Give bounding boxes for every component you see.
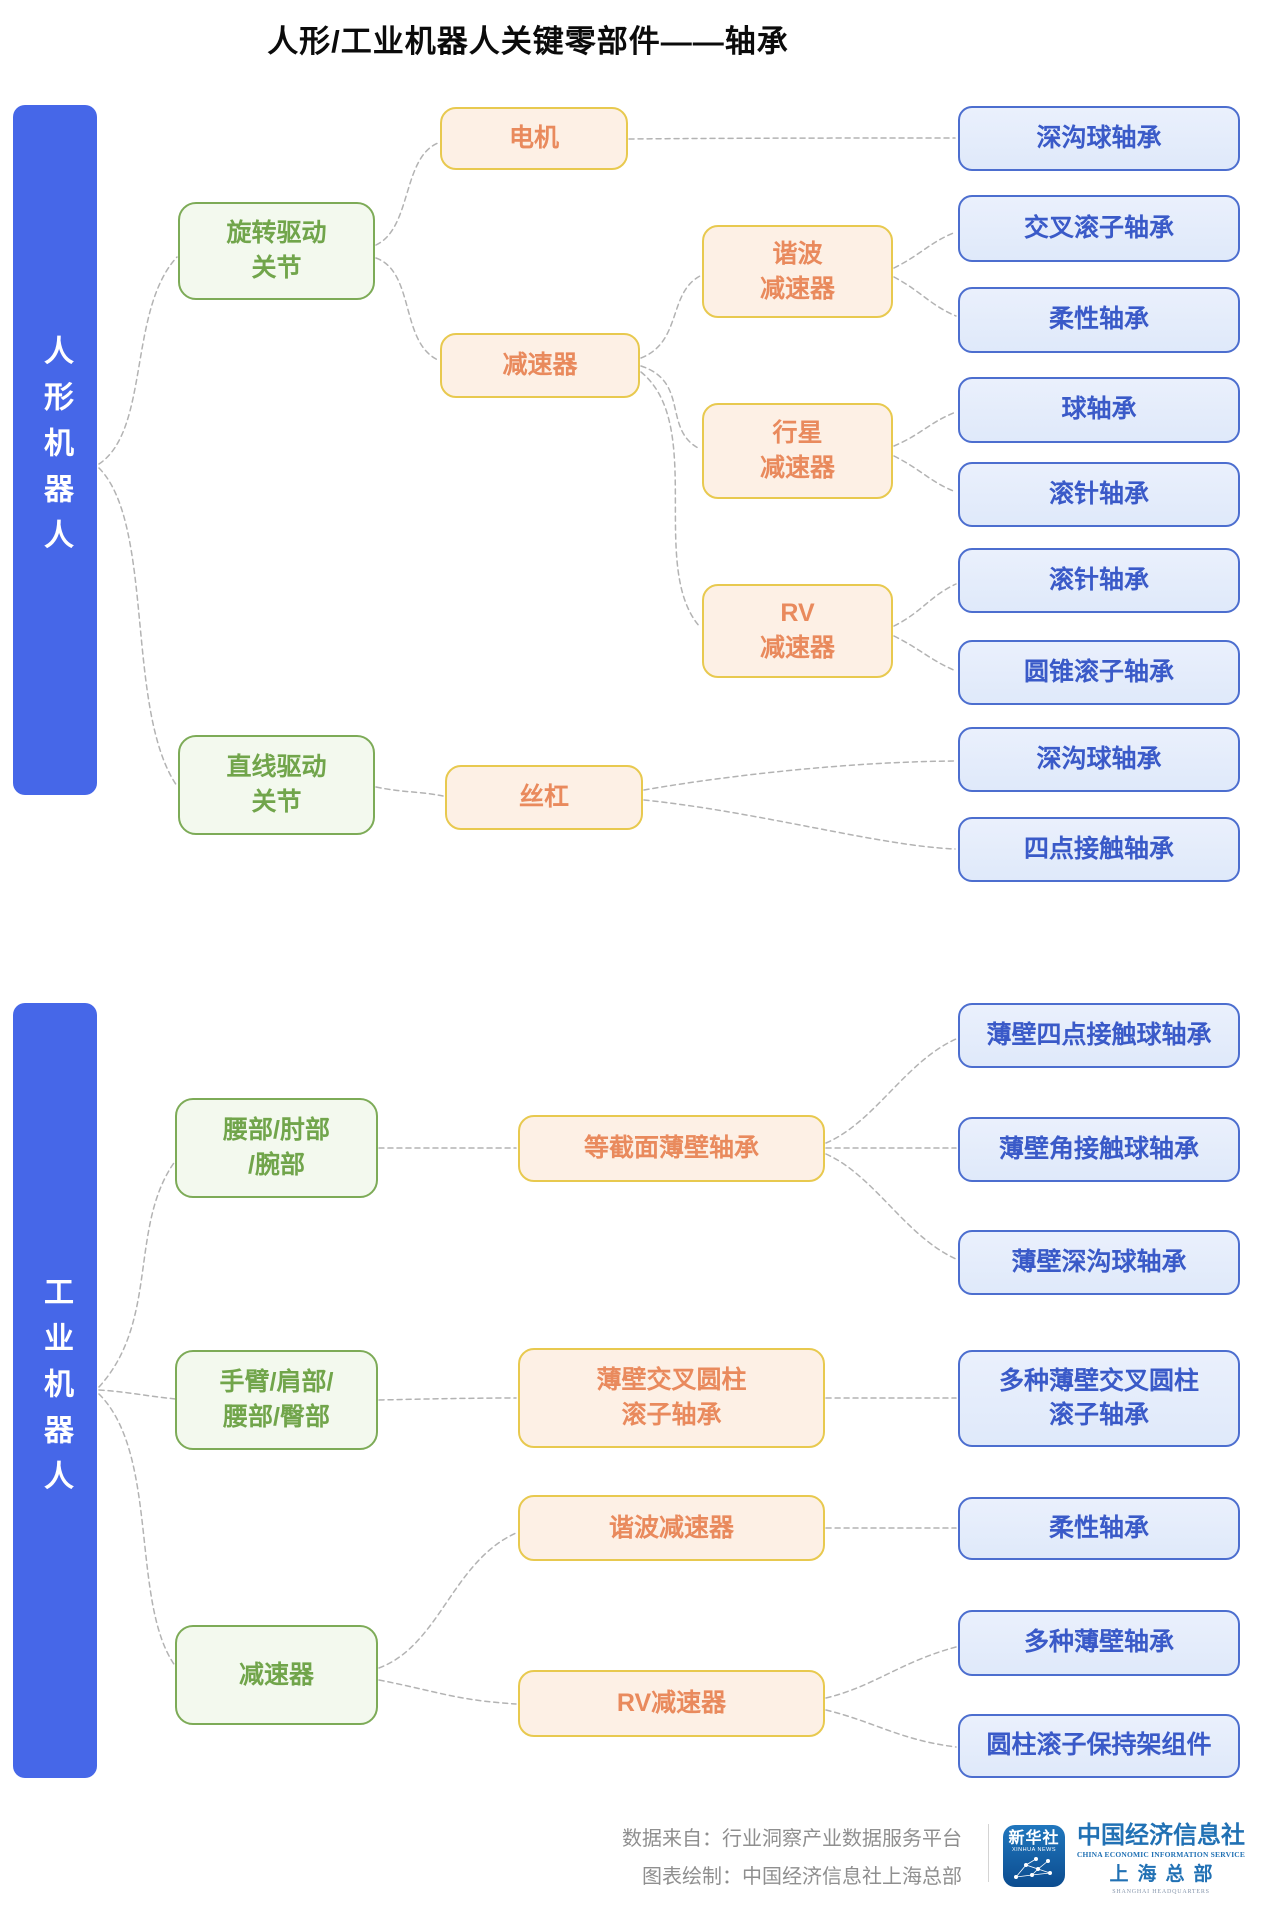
data-source-line: 数据来自：行业洞察产业数据服务平台 bbox=[622, 1828, 962, 1850]
node-arm-shoulder-waist-hip: 手臂/肩部/ 腰部/臀部 bbox=[175, 1350, 378, 1450]
connector bbox=[375, 257, 439, 361]
node-industrial-bar: 工业机器人 bbox=[13, 1003, 97, 1778]
connector bbox=[98, 467, 178, 787]
connector bbox=[98, 1389, 177, 1400]
node-waist-elbow-wrist: 腰部/肘部 /腕部 bbox=[175, 1098, 378, 1198]
connector bbox=[643, 799, 956, 850]
node-rotary-drive-joint: 旋转驱动 关节 bbox=[178, 202, 375, 300]
node-multi-thin-wall-bearing: 多种薄壁轴承 bbox=[958, 1610, 1240, 1676]
node-industrial-reducer: 减速器 bbox=[175, 1625, 378, 1725]
connector bbox=[643, 760, 956, 791]
node-crossed-roller-bearing: 交叉滚子轴承 bbox=[958, 195, 1240, 262]
org-name: 中国经济信息社 bbox=[1077, 1823, 1245, 1849]
footer-credits: 数据来自：行业洞察产业数据服务平台 图表绘制：中国经济信息社上海总部 bbox=[400, 1820, 962, 1896]
connector bbox=[98, 1159, 177, 1388]
node-humanoid-bar: 人形机器人 bbox=[13, 105, 97, 795]
node-cylindrical-roller-cage-assembly: 圆柱滚子保持架组件 bbox=[958, 1714, 1240, 1778]
node-multi-thin-wall-crossed-cylindrical-roller-bearing: 多种薄壁交叉圆柱 滚子轴承 bbox=[958, 1350, 1240, 1447]
org-logo-block: 中国经济信息社 CHINA ECONOMIC INFORMATION SERVI… bbox=[1076, 1822, 1246, 1896]
xinhua-logo: 新华社 XINHUA NEWS bbox=[1003, 1825, 1065, 1887]
connector bbox=[378, 1397, 517, 1401]
org-branch: 上海总部 bbox=[1109, 1864, 1222, 1885]
node-needle-roller-bearing-2: 滚针轴承 bbox=[958, 548, 1240, 613]
node-industrial-flexible-bearing: 柔性轴承 bbox=[958, 1497, 1240, 1560]
connector bbox=[640, 371, 701, 628]
page-title: 人形/工业机器人关键零部件——轴承 bbox=[267, 24, 789, 59]
connector bbox=[893, 583, 957, 627]
node-four-point-contact-bearing: 四点接触轴承 bbox=[958, 817, 1240, 882]
connector bbox=[893, 231, 957, 269]
node-harmonic-reducer: 谐波 减速器 bbox=[702, 225, 893, 318]
xinhua-logo-label: 新华社 bbox=[1008, 1830, 1060, 1847]
node-needle-roller-bearing-1: 滚针轴承 bbox=[958, 462, 1240, 527]
node-deep-groove-ball-bearing-1: 深沟球轴承 bbox=[958, 106, 1240, 171]
node-constant-section-thin-wall-bearing: 等截面薄壁轴承 bbox=[518, 1115, 825, 1182]
node-linear-drive-joint: 直线驱动 关节 bbox=[178, 735, 375, 835]
connector bbox=[893, 635, 957, 672]
node-rv-reducer: RV 减速器 bbox=[702, 584, 893, 678]
node-thin-wall-crossed-cylindrical-roller-bearing: 薄壁交叉圆柱 滚子轴承 bbox=[518, 1348, 825, 1448]
node-ball-bearing: 球轴承 bbox=[958, 377, 1240, 443]
connector bbox=[825, 1038, 957, 1144]
node-thin-wall-angular-contact-ball-bearing: 薄壁角接触球轴承 bbox=[958, 1117, 1240, 1182]
connector bbox=[375, 786, 444, 797]
node-thin-wall-four-point-contact-ball-bearing: 薄壁四点接触球轴承 bbox=[958, 1003, 1240, 1068]
connector bbox=[375, 142, 439, 246]
connector bbox=[640, 275, 701, 359]
xinhua-logo-label-en: XINHUA NEWS bbox=[1011, 1847, 1056, 1853]
footer-divider bbox=[988, 1824, 989, 1882]
connector bbox=[825, 1646, 957, 1699]
node-lead-screw: 丝杠 bbox=[445, 765, 643, 830]
node-flexible-bearing: 柔性轴承 bbox=[958, 287, 1240, 353]
node-industrial-rv-reducer: RV减速器 bbox=[518, 1670, 825, 1737]
chart-credit-line: 图表绘制：中国经济信息社上海总部 bbox=[642, 1866, 962, 1888]
connector bbox=[893, 276, 957, 317]
connector bbox=[628, 137, 956, 140]
connector bbox=[825, 1153, 957, 1260]
connector bbox=[378, 1679, 517, 1705]
org-branch-en: SHANGHAI HEADQUARTERS bbox=[1112, 1889, 1210, 1895]
connector bbox=[893, 455, 957, 493]
node-thin-wall-deep-groove-ball-bearing: 薄壁深沟球轴承 bbox=[958, 1230, 1240, 1295]
node-reducer: 减速器 bbox=[440, 333, 640, 398]
connector bbox=[378, 1532, 517, 1669]
connector bbox=[825, 1709, 957, 1748]
connector bbox=[98, 256, 178, 465]
node-tapered-roller-bearing: 圆锥滚子轴承 bbox=[958, 640, 1240, 705]
connector bbox=[98, 1393, 177, 1668]
node-motor: 电机 bbox=[440, 107, 628, 170]
org-name-en: CHINA ECONOMIC INFORMATION SERVICE bbox=[1076, 1850, 1246, 1859]
node-deep-groove-ball-bearing-2: 深沟球轴承 bbox=[958, 727, 1240, 792]
connector bbox=[640, 365, 701, 450]
node-industrial-harmonic-reducer: 谐波减速器 bbox=[518, 1495, 825, 1561]
connector bbox=[893, 411, 957, 447]
node-planetary-reducer: 行星 减速器 bbox=[702, 403, 893, 499]
network-globe-icon bbox=[1014, 1857, 1053, 1879]
